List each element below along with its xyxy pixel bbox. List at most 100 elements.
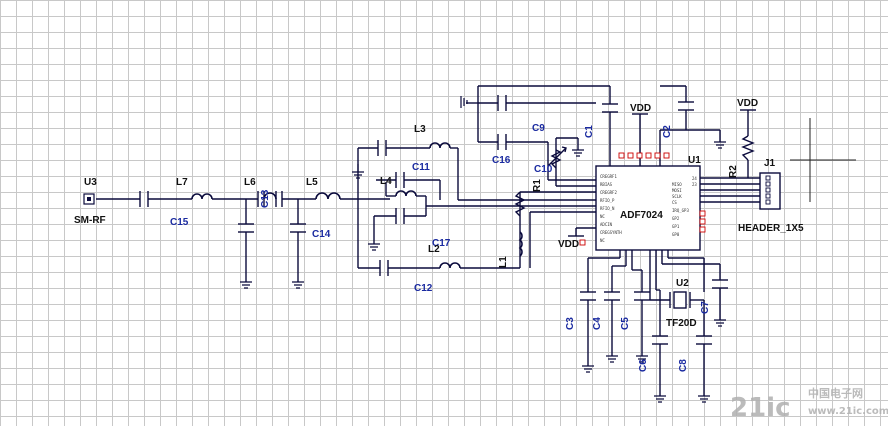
watermark-text: 中国电子网 <box>808 386 863 400</box>
svg-text:CS: CS <box>672 200 677 205</box>
label-vdd-bottom: VDD <box>558 239 579 250</box>
label-c12: C12 <box>414 283 433 294</box>
svg-text:24: 24 <box>692 176 697 181</box>
label-c4: C4 <box>592 317 603 330</box>
inductor-l7 <box>191 193 213 200</box>
sma-connector-u3 <box>83 193 95 205</box>
svg-text:CREGRF1: CREGRF1 <box>600 174 617 179</box>
right-pin-pads <box>699 210 706 233</box>
svg-text:ADCIN: ADCIN <box>600 222 613 227</box>
resistor-r2 <box>741 135 755 161</box>
inductor-l1 <box>518 231 523 257</box>
svg-text:RFIO_P: RFIO_P <box>600 198 615 203</box>
label-header: HEADER_1X5 <box>738 223 804 234</box>
label-c17: C17 <box>432 238 451 249</box>
svg-text:SCLK: SCLK <box>672 194 682 199</box>
watermark-url: www.21ic.com <box>808 406 888 417</box>
svg-text:CREGRF2: CREGRF2 <box>600 190 617 195</box>
svg-text:CREGSYNTH: CREGSYNTH <box>600 230 622 235</box>
label-c8: C8 <box>678 359 689 372</box>
capacitor-c5 <box>634 291 650 301</box>
label-c2: C2 <box>662 125 673 138</box>
label-c9: C9 <box>532 123 545 134</box>
capacitor-top-left <box>377 140 387 156</box>
label-r1: R1 <box>532 179 543 192</box>
label-adf7024: ADF7024 <box>620 210 663 221</box>
label-vdd-right: VDD <box>737 98 758 109</box>
capacitor-c1 <box>602 103 618 113</box>
inductor-l4 <box>395 190 417 197</box>
capacitor-c12 <box>379 260 389 276</box>
inductor-l3 <box>429 142 451 149</box>
capacitor-c7 <box>712 279 728 289</box>
label-u2: U2 <box>676 278 689 289</box>
ic-adf7024: CREGRF1 RBIAS CREGRF2 RFIO_P RFIO_N NC A… <box>579 152 706 251</box>
label-l4: L4 <box>380 176 392 187</box>
label-l5: L5 <box>306 177 318 188</box>
svg-text:NC: NC <box>600 238 605 243</box>
pin-label-stubs: CREGRF1 RBIAS CREGRF2 RFIO_P RFIO_N NC A… <box>600 174 697 243</box>
label-c3: C3 <box>565 317 576 330</box>
capacitor-c8 <box>696 335 712 345</box>
svg-text:IRQ_GP3: IRQ_GP3 <box>672 208 689 213</box>
label-l6: L6 <box>244 177 256 188</box>
resistor-r1 <box>514 191 526 217</box>
capacitor-c11 <box>395 172 405 188</box>
capacitor-c9 <box>497 95 507 111</box>
capacitor-c15 <box>139 191 149 207</box>
left-pin-pad <box>579 239 586 246</box>
ground-symbol <box>240 96 726 403</box>
capacitor-c2 <box>678 101 694 111</box>
label-tf20d: TF20D <box>666 318 697 329</box>
capacitor-c3 <box>580 291 596 301</box>
svg-text:RBIAS: RBIAS <box>600 182 613 187</box>
inductor-l6 <box>263 192 277 200</box>
label-c6: C6 <box>638 359 649 372</box>
capacitor-c17 <box>395 208 405 224</box>
crystal-u2 <box>669 291 691 309</box>
crosshair-cursor <box>790 118 856 202</box>
label-sm-rf: SM-RF <box>74 215 106 226</box>
svg-text:GP0: GP0 <box>672 232 680 237</box>
capacitor-c4 <box>604 291 620 301</box>
label-c16: C16 <box>492 155 511 166</box>
svg-text:GP2: GP2 <box>672 216 680 221</box>
svg-text:MISO: MISO <box>672 182 682 187</box>
label-c7: C7 <box>700 301 711 314</box>
top-pin-pads <box>618 152 670 159</box>
label-vdd-top: VDD <box>630 103 651 114</box>
label-l2: L2 <box>428 244 440 255</box>
capacitor-c6 <box>652 335 668 345</box>
label-j1: J1 <box>764 158 776 169</box>
capacitor-c13b <box>275 191 283 207</box>
svg-text:NC: NC <box>600 214 605 219</box>
label-c11: C11 <box>412 162 430 173</box>
label-r2: R2 <box>728 165 739 178</box>
resistor-c10-network <box>547 146 567 169</box>
header-j1 <box>759 172 781 210</box>
svg-text:23: 23 <box>692 182 697 187</box>
label-l3: L3 <box>414 124 426 135</box>
label-u3: U3 <box>84 177 97 188</box>
label-c10: C10 <box>534 164 553 175</box>
label-c14: C14 <box>312 229 331 240</box>
labels: U3 SM-RF L7 C15 L6 C13 L5 C14 L3 L4 C11 … <box>74 98 804 372</box>
label-c5: C5 <box>620 317 631 330</box>
label-c1: C1 <box>584 125 595 138</box>
watermark-logo: 21ic <box>730 393 791 423</box>
label-c15: C15 <box>170 217 189 228</box>
svg-text:RFIO_N: RFIO_N <box>600 206 615 211</box>
svg-text:MOSI: MOSI <box>672 188 682 193</box>
label-l7: L7 <box>176 177 188 188</box>
capacitor-shunt-1 <box>238 223 254 233</box>
watermark: 21ic 中国电子网 www.21ic.com <box>730 386 888 423</box>
label-c13: C13 <box>260 189 271 208</box>
label-l1: L1 <box>498 256 509 268</box>
inductor-l2 <box>439 262 461 269</box>
svg-text:GP1: GP1 <box>672 224 680 229</box>
label-u1: U1 <box>688 155 701 166</box>
capacitor-c16 <box>497 134 507 150</box>
wires <box>96 85 760 396</box>
capacitor-c14 <box>290 223 306 233</box>
inductor-l5 <box>315 192 341 200</box>
